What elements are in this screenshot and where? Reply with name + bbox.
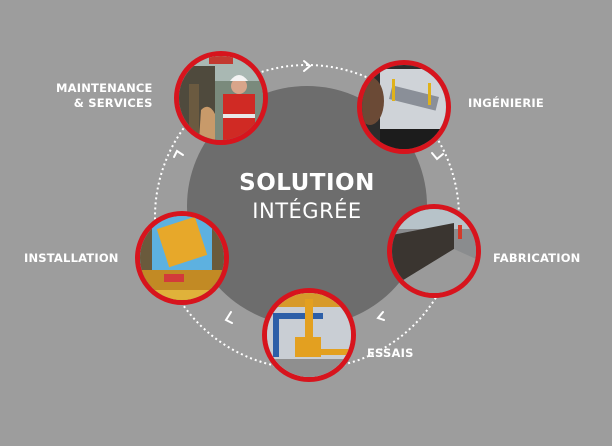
step-essais-label: ESSAIS [367, 346, 414, 360]
step-fabrication-label: FABRICATION [493, 251, 581, 265]
step-ingenierie-label: INGÉNIERIE [468, 96, 544, 110]
step-installation-label: INSTALLATION [24, 251, 119, 265]
label-line-2: & SERVICES [73, 96, 153, 110]
core-subtitle: INTÉGRÉE [252, 199, 362, 223]
step-maintenance-photo [174, 51, 268, 145]
step-essais-photo [262, 288, 356, 382]
steel-beam-fabrication-workshop-photo [392, 209, 476, 293]
step-maintenance-label: MAINTENANCE & SERVICES [56, 81, 153, 111]
label-line-1: MAINTENANCE [56, 81, 153, 95]
yellow-crane-machine-testing-photo [267, 293, 351, 377]
arrow-down-icon [431, 152, 444, 161]
cad-design-on-monitor-photo [362, 65, 446, 149]
arrow-right-icon [303, 60, 312, 72]
arrow-up-icon [173, 149, 184, 158]
step-fabrication-photo [387, 204, 481, 298]
step-installation-photo [135, 211, 229, 305]
step-ingenierie-photo [357, 60, 451, 154]
arrow-down-left-icon [376, 311, 385, 321]
worker-in-red-coveralls-photo [179, 56, 263, 140]
crane-trolley-lift-installation-photo [140, 216, 224, 300]
arrow-up-left-icon [224, 311, 233, 324]
core-title: SOLUTION [239, 170, 375, 196]
